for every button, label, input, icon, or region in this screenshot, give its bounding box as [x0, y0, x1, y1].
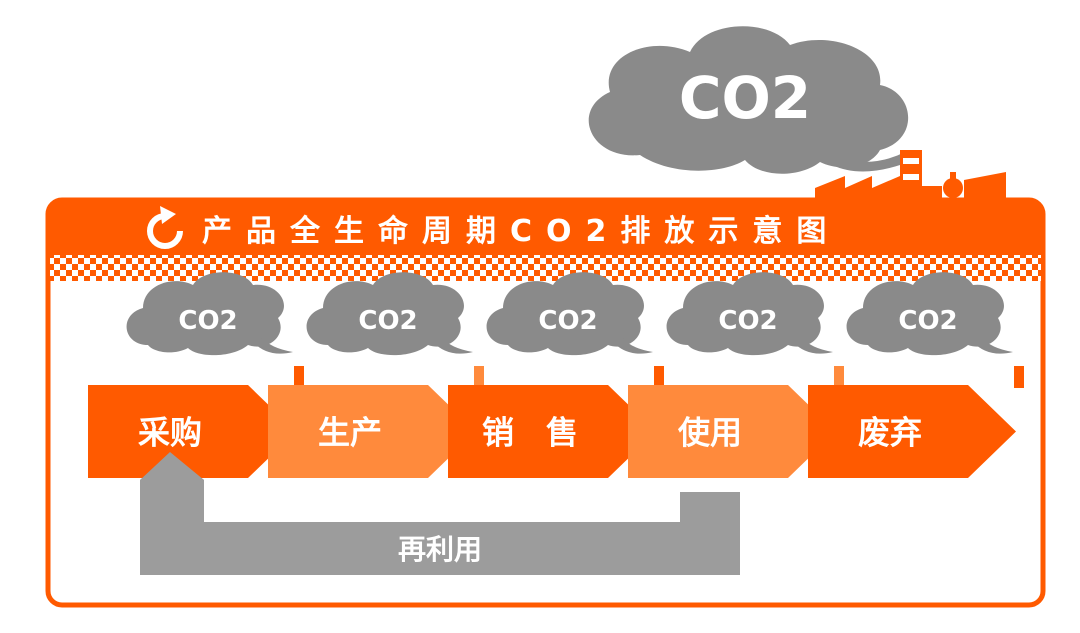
big-cloud-label: CO2: [679, 64, 811, 132]
stage-arrow: [268, 385, 476, 478]
stage-cloud-label: CO2: [358, 306, 417, 336]
stage-cloud-tail: [613, 338, 653, 354]
stage-arrow: [448, 385, 656, 478]
stage-chimney: [294, 366, 304, 388]
stage-co2-cloud: [666, 272, 824, 356]
cycle-arrow-icon: [147, 206, 183, 249]
stage-chimney: [834, 366, 844, 388]
stage-co2-cloud: [306, 272, 464, 356]
stage-cloud-label: CO2: [898, 306, 957, 336]
stage-arrow: [88, 385, 296, 478]
stage-label: 废弃: [858, 414, 922, 452]
stage-cloud-label: CO2: [718, 306, 777, 336]
stage-label: 生产: [318, 414, 382, 452]
stage-label: 使用: [677, 414, 742, 452]
big-co2-cloud: CO2: [588, 26, 909, 174]
stage-5: CO2 废弃: [808, 272, 1024, 478]
recycle-loop: 再利用: [140, 452, 740, 575]
banner-title: 产品全生命周期CO2排放示意图: [202, 214, 840, 249]
stage-cloud-tail: [253, 338, 293, 354]
stage-co2-cloud: [126, 272, 284, 356]
stage-cloud-label: CO2: [178, 306, 237, 336]
stage-cloud-tail: [973, 338, 1013, 354]
recycle-arrow-head: [140, 452, 204, 480]
lifecycle-stages: CO2 采购 CO2 生产 CO2 销 售 CO2 使用 CO2 废弃: [88, 272, 1024, 480]
stage-chimney: [654, 366, 664, 388]
checker-strip: [50, 255, 1041, 281]
stage-2: CO2 生产: [268, 272, 484, 478]
stage-arrow: [628, 385, 836, 478]
factory-icon: [815, 150, 1006, 200]
stage-4: CO2 使用: [628, 272, 844, 478]
stage-arrow: [808, 385, 1016, 478]
stage-chimney: [474, 366, 484, 388]
recycle-label: 再利用: [398, 533, 482, 566]
stage-co2-cloud: [846, 272, 1004, 356]
stage-1: CO2 采购: [88, 272, 304, 478]
stage-label: 采购: [138, 414, 202, 452]
stage-chimney: [1014, 366, 1024, 388]
stage-3: CO2 销 售: [448, 272, 664, 478]
stage-cloud-tail: [793, 338, 833, 354]
stage-co2-cloud: [486, 272, 644, 356]
stage-cloud-label: CO2: [538, 306, 597, 336]
stage-cloud-tail: [433, 338, 473, 354]
stage-label: 销 售: [482, 414, 578, 452]
